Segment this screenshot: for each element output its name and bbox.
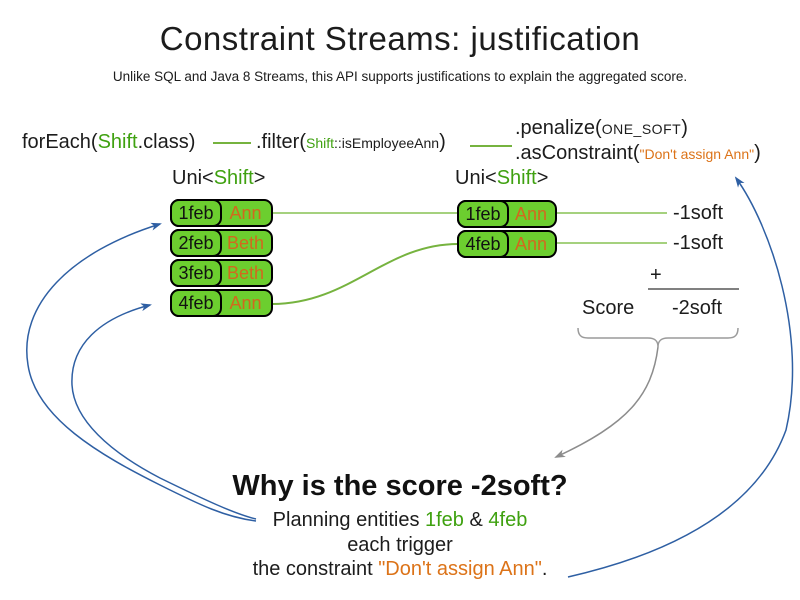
filter-type: Shift <box>306 135 335 151</box>
line3-constraint: "Don't assign Ann" <box>378 558 542 580</box>
connector-4feb-curve <box>271 243 459 305</box>
match2-score: -1soft <box>673 232 724 254</box>
arrow-to-1feb <box>26 222 257 522</box>
penalize-arg: ONE_SOFT <box>601 121 682 137</box>
arrow-to-4feb <box>71 303 257 520</box>
score-label: Score <box>582 297 635 319</box>
subtitle: Unlike SQL and Java 8 Streams, this API … <box>112 69 688 84</box>
shift-employee: Ann <box>229 292 262 313</box>
page-title: Constraint Streams: justification <box>159 20 641 57</box>
uni-left-pre: Uni< <box>172 167 214 189</box>
uni-label-right: Uni<Shift> <box>455 167 548 190</box>
foreach-type: Shift <box>97 131 138 153</box>
line3-post: . <box>541 558 548 580</box>
shift-date: 2feb <box>170 229 222 257</box>
uni-left-type: Shift <box>213 167 254 189</box>
uni-right-type: Shift <box>496 167 537 189</box>
shift-date: 1feb <box>457 200 509 228</box>
shift-employee: Ann <box>229 202 262 223</box>
filter-post: ) <box>439 131 446 153</box>
match1-score: -1soft <box>673 202 724 224</box>
question-heading: Why is the score -2soft? <box>232 470 568 502</box>
right-table-row-1feb: 1feb Ann <box>457 200 557 228</box>
total-score: -2soft <box>672 297 723 319</box>
shift-date: 4feb <box>457 230 509 258</box>
asconstraint-post: ) <box>754 142 761 164</box>
shift-date: 4feb <box>170 289 222 317</box>
explanation-line1: Planning entities 1feb & 4feb <box>0 509 800 532</box>
asconstraint-arg: "Don't assign Ann" <box>639 146 755 162</box>
uni-label-left: Uni<Shift> <box>172 167 265 190</box>
shift-date: 1feb <box>170 199 222 227</box>
foreach-call: forEach(Shift.class) <box>22 131 195 154</box>
left-table-row-1feb: 1feb Ann <box>170 199 273 227</box>
filter-call: .filter(Shift::isEmployeeAnn) <box>256 131 446 154</box>
asconstraint-pre: .asConstraint( <box>515 142 640 164</box>
uni-left-post: > <box>253 167 266 189</box>
shift-employee: Ann <box>514 203 548 224</box>
shift-employee: Ann <box>514 233 548 254</box>
uni-right-pre: Uni< <box>455 167 497 189</box>
arrow-to-constraint <box>567 176 794 578</box>
score-brace <box>577 327 739 348</box>
line1-amp: & <box>463 509 489 531</box>
line1-entity2: 4feb <box>488 509 528 531</box>
explanation-line3: the constraint "Don't assign Ann". <box>0 558 800 581</box>
penalize-pre: .penalize( <box>515 117 602 139</box>
shift-employee: Beth <box>226 262 265 283</box>
foreach-post: .class) <box>137 131 196 153</box>
left-table-row-4feb: 4feb Ann <box>170 289 273 317</box>
shift-employee: Beth <box>226 232 265 253</box>
shift-date: 3feb <box>170 259 222 287</box>
penalize-call: .penalize(ONE_SOFT) <box>515 117 688 140</box>
penalize-post: ) <box>681 117 688 139</box>
filter-method: ::isEmployeeAnn <box>334 135 440 151</box>
right-table-row-4feb: 4feb Ann <box>457 230 557 258</box>
brace-to-question-arrow <box>554 346 659 458</box>
plus-sign: + <box>650 264 662 286</box>
left-table-row-2feb: 2feb Beth <box>170 229 273 257</box>
explanation-line2: each trigger <box>347 534 453 556</box>
uni-right-post: > <box>536 167 549 189</box>
asconstraint-call: .asConstraint("Don't assign Ann") <box>515 142 761 165</box>
left-table-row-3feb: 3feb Beth <box>170 259 273 287</box>
line1-entity1: 1feb <box>425 509 464 531</box>
foreach-pre: forEach( <box>22 131 98 153</box>
filter-pre: .filter( <box>256 131 306 153</box>
line1-pre: Planning entities <box>272 509 425 531</box>
line3-pre: the constraint <box>252 558 379 580</box>
